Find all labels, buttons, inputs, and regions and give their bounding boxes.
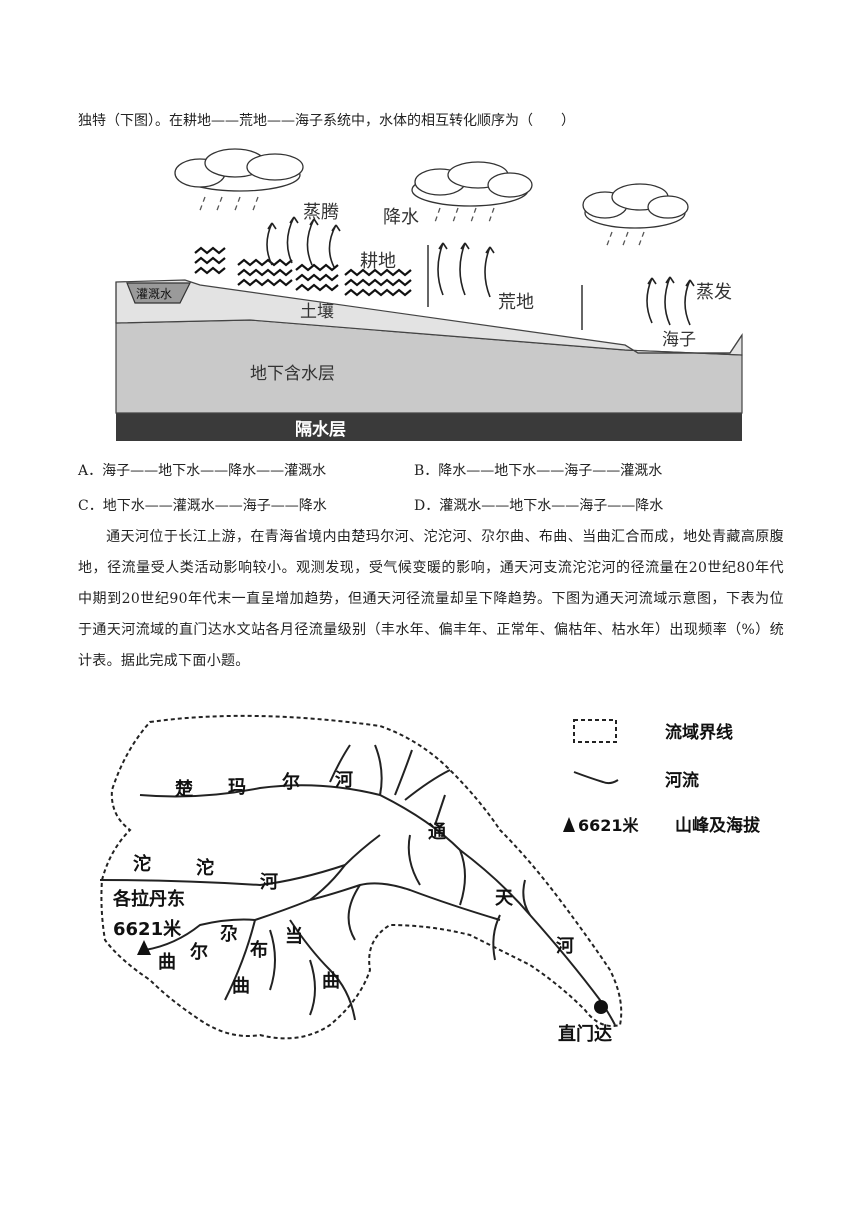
label-ma: 玛 [228, 777, 246, 798]
legend-river-icon [573, 771, 619, 785]
intro-line: 独特（下图）。在耕地——荒地——海子系统中，水体的相互转化顺序为（ ） [78, 113, 575, 129]
option-c: C．地下水——灌溉水——海子——降水 [78, 498, 327, 514]
label-qu2: 曲 [232, 976, 250, 997]
option-d: D．灌溉水——地下水——海子——降水 [414, 498, 664, 514]
basin-boundary [100, 714, 623, 1040]
label-chu: 楚 [175, 778, 193, 800]
label-er2: 尔 [190, 941, 208, 963]
label-ga: 尕 [220, 924, 238, 945]
map-legend: 流域界线 河流 6621米 山峰及海拔 [563, 719, 761, 836]
legend-peak-label: 山峰及海拔 [675, 815, 761, 836]
option-b: B．降水——地下水——海子——灌溉水 [414, 463, 663, 479]
aquiclude-label: 隔水层 [295, 419, 346, 440]
cloud-icon [582, 183, 689, 229]
cloud-icon [411, 161, 533, 207]
label-geladandong: 各拉丹东 [112, 888, 185, 910]
basin-map: 楚 玛 尔 河 沱 沱 河 各拉丹东 6621米 曲 尔 尕 布 曲 当 曲 通… [99, 714, 761, 1045]
aquifer-label: 地下含水层 [250, 364, 335, 384]
label-qu1: 曲 [158, 952, 176, 973]
evaporation-top-label: 蒸腾 [303, 202, 339, 223]
soil-label: 土壤 [300, 301, 334, 322]
label-er: 尔 [282, 771, 300, 793]
water-cycle-diagram: 隔水层 地下含水层 土壤 灌溉水 海子 蒸腾 降水 耕地 荒地 蒸发 [115, 148, 743, 441]
farmland-label: 耕地 [360, 251, 396, 272]
irrigation-label: 灌溉水 [136, 287, 172, 301]
label-tian: 天 [495, 888, 514, 909]
precipitation-label: 降水 [383, 207, 419, 228]
wasteland-label: 荒地 [498, 292, 534, 313]
evaporation-right-label: 蒸发 [696, 282, 732, 303]
legend-peak-value: 6621米 [578, 816, 640, 835]
label-dang: 当 [285, 925, 303, 947]
label-tuo1: 沱 [133, 853, 151, 875]
legend-river-label: 河流 [665, 770, 699, 791]
label-tuo2: 沱 [196, 857, 214, 879]
label-bu: 布 [250, 939, 268, 961]
label-peak-height: 6621米 [113, 918, 182, 940]
label-tong: 通 [428, 822, 446, 843]
legend-peak-icon [563, 817, 575, 832]
label-qu3: 曲 [322, 971, 340, 992]
legend-boundary-label: 流域界线 [665, 722, 733, 743]
option-a: A．海子——地下水——降水——灌溉水 [78, 463, 327, 479]
peak-triangle-icon [137, 940, 151, 955]
label-he1: 河 [335, 770, 353, 791]
lake-label: 海子 [662, 330, 696, 350]
cloud-icon [174, 148, 304, 192]
label-he2: 河 [260, 872, 278, 893]
label-he3: 河 [556, 936, 574, 957]
passage: 通天河位于长江上游，在青海省境内由楚玛尔河、沱沱河、尕尔曲、布曲、当曲汇合而成，… [78, 529, 784, 669]
legend-boundary-icon [573, 719, 617, 743]
label-zhimenda: 直门达 [558, 1023, 612, 1045]
station-dot-icon [594, 1000, 608, 1014]
